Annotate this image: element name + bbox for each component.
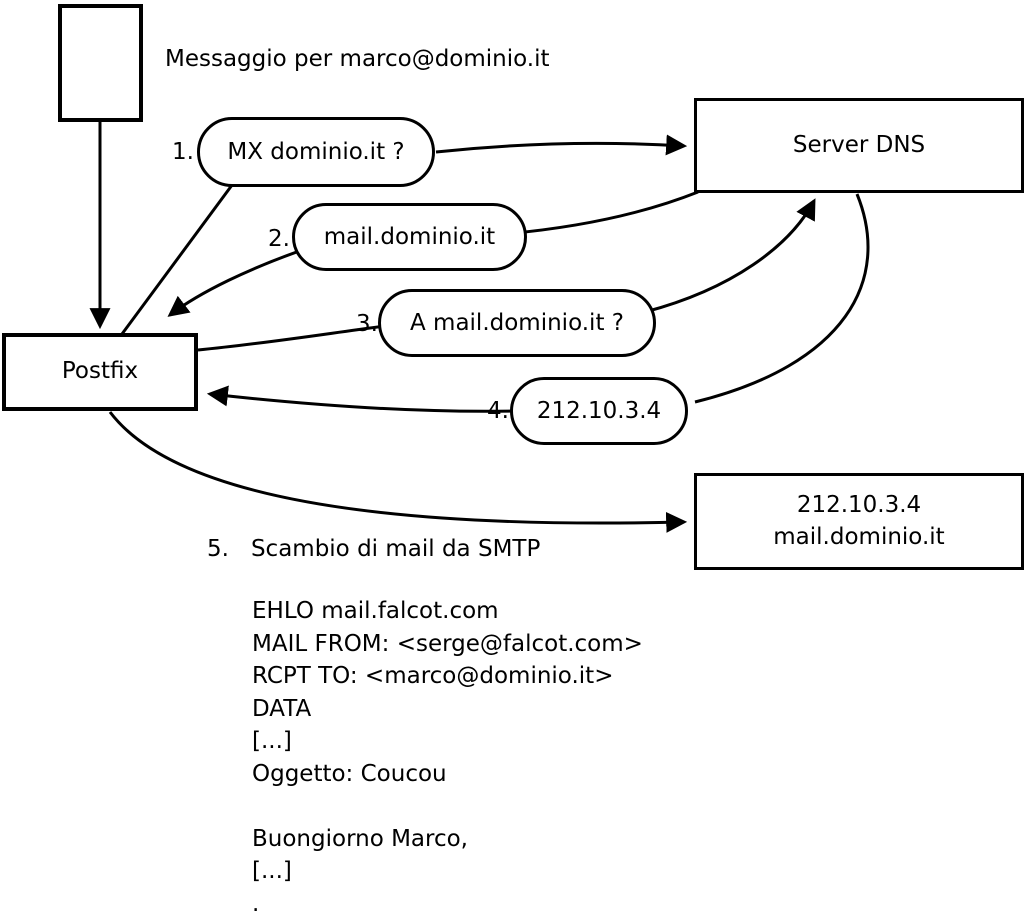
arrow-pill2-to-postfix <box>167 246 309 317</box>
step3-number: 3. <box>356 311 378 337</box>
smtp-session: EHLO mail.falcot.com MAIL FROM: <serge@f… <box>252 598 643 919</box>
step2-pill: mail.dominio.it <box>292 203 527 271</box>
line-dns-to-pill2 <box>504 190 699 236</box>
smtp-line: EHLO mail.falcot.com <box>252 598 499 624</box>
smtp-line: [...] <box>252 728 292 754</box>
smtp-line: RCPT TO: <marco@dominio.it> <box>252 663 614 689</box>
step3-pill: A mail.dominio.it ? <box>378 289 656 357</box>
smtp-server-node: 212.10.3.4 mail.dominio.it <box>694 473 1024 570</box>
smtp-line: Buongiorno Marco, <box>252 825 468 852</box>
postfix-node: Postfix <box>2 333 198 411</box>
step1-label: MX dominio.it ? <box>227 139 405 165</box>
smtp-line: Oggetto: Coucou <box>252 760 447 787</box>
smtp-server-ip: 212.10.3.4 <box>796 492 922 519</box>
line-dns-to-pill4 <box>694 193 870 404</box>
step2-label: mail.dominio.it <box>323 224 496 250</box>
arrow-pill4-to-postfix <box>206 385 515 413</box>
line-postfix-to-pill1 <box>120 157 254 335</box>
line-postfix-to-pill3 <box>197 322 401 352</box>
arrow-pill3-to-dns <box>644 198 816 314</box>
step3-label: A mail.dominio.it ? <box>410 310 624 336</box>
smtp-line <box>252 793 643 826</box>
step2-number: 2. <box>268 226 290 252</box>
postfix-label: Postfix <box>61 358 139 385</box>
step4-pill: 212.10.3.4 <box>510 377 688 445</box>
step5-number: 5. <box>207 536 229 562</box>
step4-label: 212.10.3.4 <box>536 398 662 424</box>
smtp-server-hostname: mail.dominio.it <box>773 523 945 550</box>
smtp-line: [...] <box>252 858 292 884</box>
step5-label: Scambio di mail da SMTP <box>250 536 541 562</box>
dns-server-node: Server DNS <box>694 98 1024 193</box>
smtp-line: . <box>252 890 260 917</box>
message-caption: Messaggio per marco@dominio.it <box>165 46 550 72</box>
arrow-postfix-to-smtp-server <box>108 411 688 533</box>
mail-message-node <box>58 4 143 122</box>
dns-server-label: Server DNS <box>792 131 926 158</box>
step1-pill: MX dominio.it ? <box>197 117 435 187</box>
step5-caption: 5. Scambio di mail da SMTP <box>207 536 540 562</box>
arrow-pill1-to-dns <box>435 134 688 156</box>
step4-number: 4. <box>487 398 509 424</box>
step1-number: 1. <box>172 139 194 165</box>
smtp-line: MAIL FROM: <serge@falcot.com> <box>252 630 643 657</box>
smtp-line: DATA <box>252 695 312 722</box>
